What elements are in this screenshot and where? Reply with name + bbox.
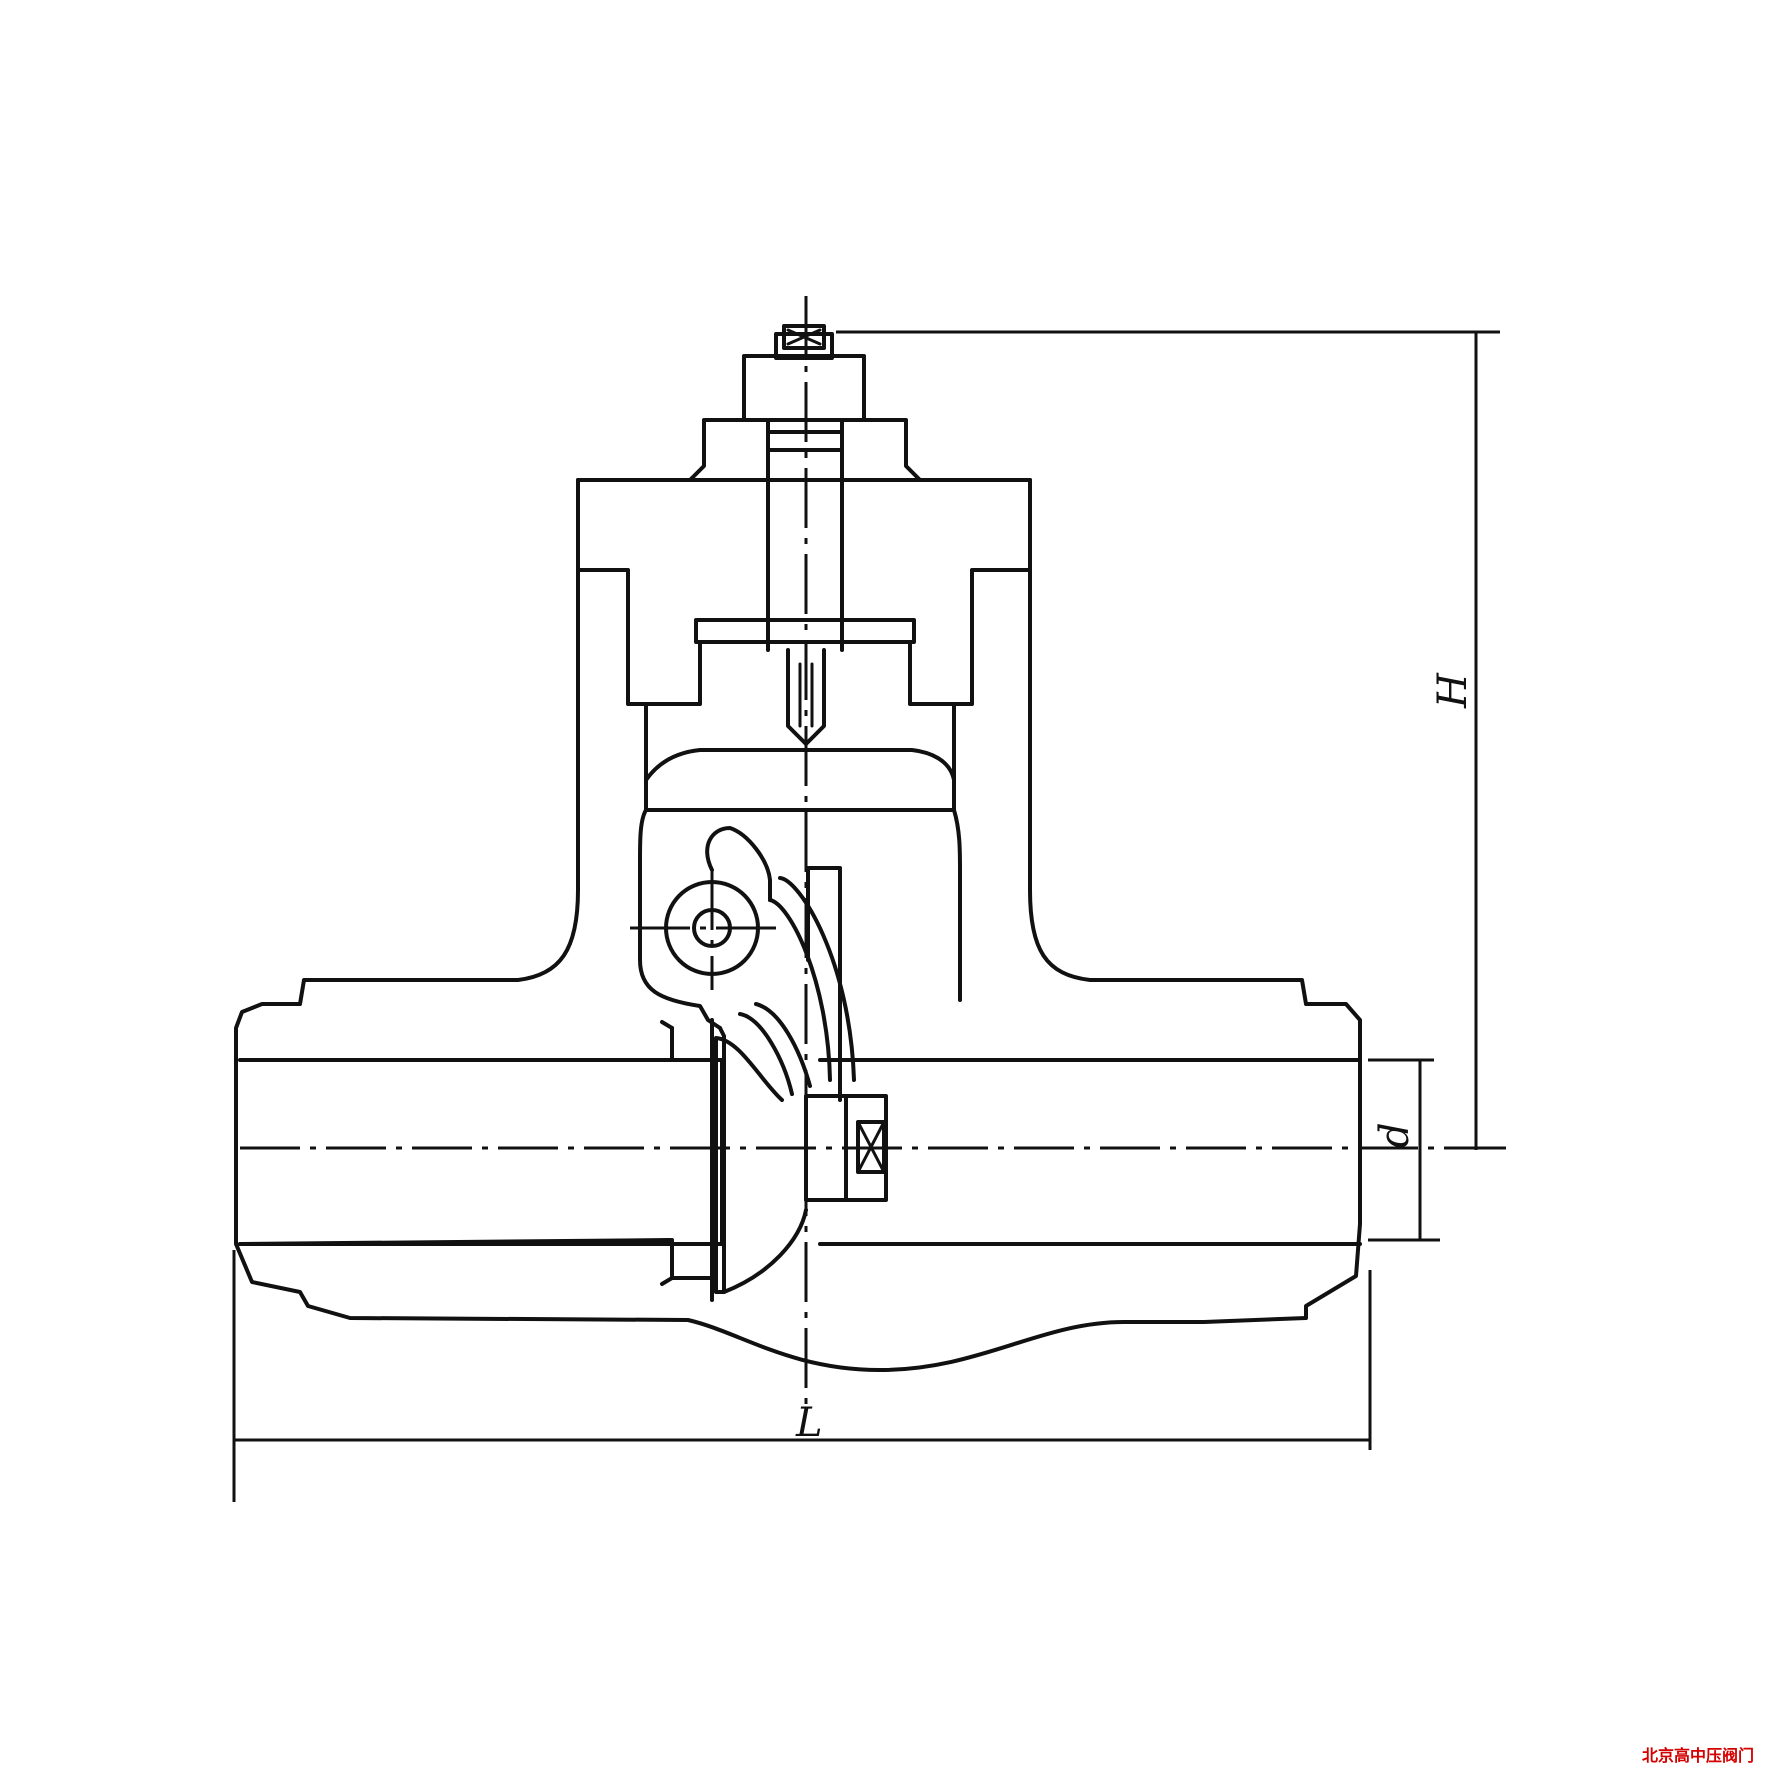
dimension-label-diameter: d: [1372, 1122, 1418, 1148]
dimension-label-length: L: [795, 1400, 823, 1446]
watermark-text: 北京高中压阀门: [1641, 1746, 1754, 1765]
stem-top-symbol: [782, 324, 826, 350]
valve-body-outline: [234, 332, 1362, 1372]
dimension-labels: H d L: [795, 672, 1476, 1446]
dimension-lines: [232, 330, 1506, 1502]
centerlines: [240, 296, 1500, 1410]
dimension-label-height: H: [1430, 672, 1476, 709]
